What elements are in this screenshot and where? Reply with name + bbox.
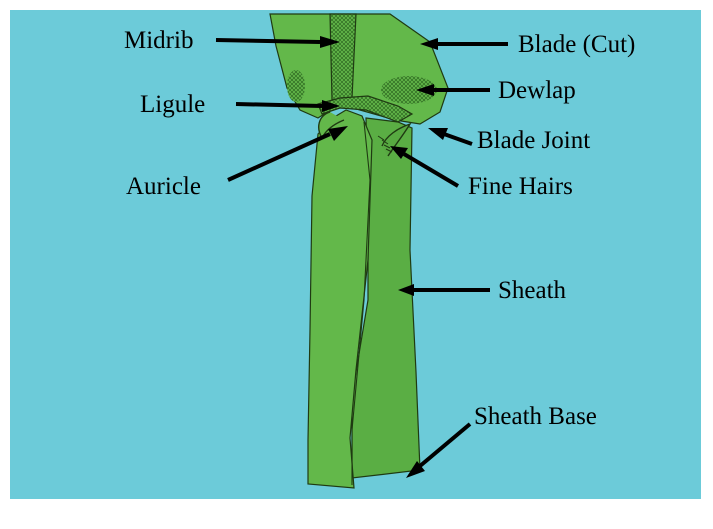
midrib-label: Midrib [124,27,193,54]
dewlap-left-hatched [287,70,305,102]
midrib-stripe [330,14,356,100]
ligule-leader [236,104,322,106]
sheath-label: Sheath [498,277,567,304]
dewlap-label: Dewlap [498,77,576,104]
sheath-base-label: Sheath Base [474,403,597,430]
fine-hairs-label: Fine Hairs [468,173,573,200]
midrib-leader [216,40,320,42]
ligule-label: Ligule [140,91,205,118]
blade-joint-label: Blade Joint [477,127,590,154]
auricle-label: Auricle [126,173,201,200]
blade-cut-label: Blade (Cut) [518,31,635,58]
